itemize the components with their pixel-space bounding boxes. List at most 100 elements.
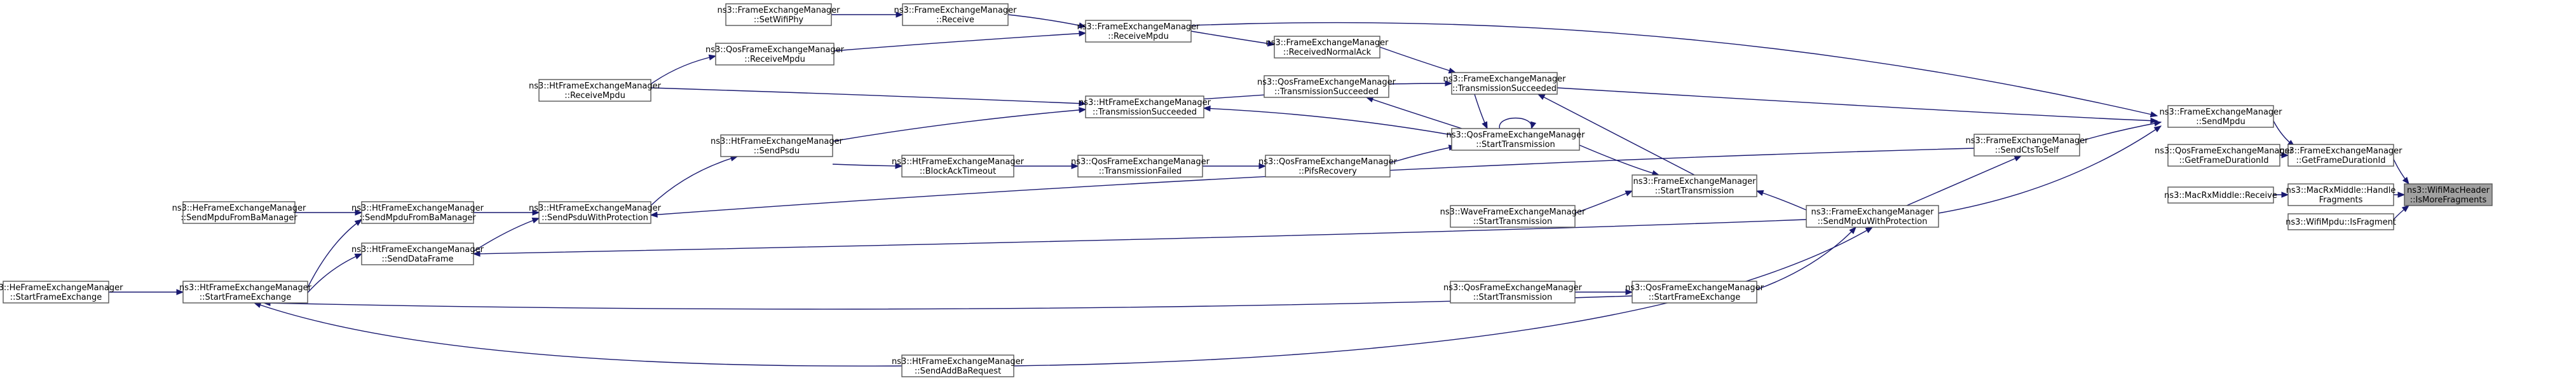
node-n12[interactable]: ns3::FrameExchangeManager::SetWifiPhy bbox=[717, 3, 840, 26]
edge-arrowhead bbox=[1079, 100, 1087, 107]
edge-n20-to-n19 bbox=[650, 155, 739, 206]
node-n13[interactable]: ns3::QosFrameExchangeManager::ReceiveMpd… bbox=[705, 43, 845, 66]
node-label: ns3::QosFrameExchangeManager bbox=[1258, 157, 1398, 167]
node-n33[interactable]: ns3::WaveFrameExchangeManager::StartTran… bbox=[1440, 205, 1586, 228]
node-box bbox=[2167, 144, 2280, 167]
node-box bbox=[2404, 183, 2493, 206]
node-n29[interactable]: ns3::HtFrameExchangeManager::BlockAckTim… bbox=[892, 155, 1025, 178]
edge-arrowhead bbox=[355, 209, 363, 216]
node-box bbox=[720, 134, 833, 157]
node-n6[interactable]: ns3::MacRxMiddle::Receive bbox=[2164, 186, 2277, 204]
edge-n31-to-n18 bbox=[1389, 144, 1457, 164]
node-n26[interactable]: ns3::QosFrameExchangeManager::StartFrame… bbox=[1625, 281, 1764, 304]
node-n5[interactable]: ns3::QosFrameExchangeManager::GetFrameDu… bbox=[2155, 144, 2294, 167]
node-n21[interactable]: ns3::HtFrameExchangeManager::SendMpduFro… bbox=[351, 201, 484, 224]
node-box bbox=[538, 79, 651, 102]
node-box bbox=[182, 201, 296, 224]
node-label: ns3::FrameExchangeManager bbox=[2279, 146, 2402, 156]
node-label: ns3::WifiMpdu::IsFragment bbox=[2286, 218, 2396, 227]
node-n3[interactable]: ns3::WifiMpdu::IsFragment bbox=[2286, 213, 2396, 230]
node-n17[interactable]: ns3::HtFrameExchangeManager::Transmissio… bbox=[1079, 95, 1211, 118]
edge-arrowhead bbox=[1079, 30, 1087, 37]
node-label: ::StartTransmission bbox=[1476, 140, 1555, 150]
edge-n30-to-n31 bbox=[1203, 163, 1267, 169]
node-n19[interactable]: ns3::HtFrameExchangeManager::SendPsdu bbox=[711, 134, 843, 157]
node-label: ::SendMpduFromBaManager bbox=[181, 213, 297, 223]
node-box bbox=[2167, 105, 2274, 128]
node-n24[interactable]: ns3::HeFrameExchangeManager::StartFrameE… bbox=[0, 281, 123, 304]
node-n27[interactable]: ns3::QosFrameExchangeManager::StartTrans… bbox=[1443, 281, 1583, 304]
node-label: ::StartTransmission bbox=[1473, 293, 1553, 302]
node-n25[interactable]: ns3::HtFrameExchangeManager::SendDataFra… bbox=[351, 242, 484, 265]
node-label: ns3::FrameExchangeManager bbox=[1811, 207, 1934, 217]
edge-line bbox=[473, 219, 1807, 255]
edge-n33-to-n32 bbox=[1574, 190, 1633, 214]
edge-line bbox=[1190, 31, 1275, 45]
edge-arrowhead bbox=[1849, 227, 1857, 234]
edge-n18-to-n16 bbox=[1365, 96, 1462, 129]
node-label: ::TransmissionSucceeded bbox=[1452, 84, 1557, 94]
edge-arrowhead bbox=[2402, 176, 2409, 185]
node-n0[interactable]: ns3::WifiMacHeader::IsMoreFragments bbox=[2404, 183, 2493, 206]
node-n11[interactable]: ns3::FrameExchangeManager::Receive bbox=[894, 3, 1017, 26]
node-n15[interactable]: ns3::FrameExchangeManager::ReceivedNorma… bbox=[1265, 36, 1389, 59]
edge-arrowhead bbox=[472, 251, 480, 257]
edge-n23-to-n21 bbox=[307, 219, 363, 288]
node-n14[interactable]: ns3::HtFrameExchangeManager::ReceiveMpdu bbox=[529, 79, 662, 102]
node-label: ::TransmissionFailed bbox=[1099, 167, 1182, 176]
edge-n19-to-n17 bbox=[832, 107, 1087, 142]
node-label: ::GetFrameDurationId bbox=[2179, 156, 2269, 165]
node-n30[interactable]: ns3::QosFrameExchangeManager::Transmissi… bbox=[1071, 155, 1210, 178]
node-n31[interactable]: ns3::QosFrameExchangeManager::PifsRecove… bbox=[1258, 155, 1398, 178]
node-label: ::SendPsdu bbox=[754, 146, 800, 156]
node-n18[interactable]: ns3::QosFrameExchangeManager::StartTrans… bbox=[1446, 128, 1585, 151]
node-label: ns3::HtFrameExchangeManager bbox=[351, 245, 484, 255]
node-n9[interactable]: ns3::FrameExchangeManager::SendCtsToSelf bbox=[1965, 134, 2089, 157]
node-label: ::SendDataFrame bbox=[381, 255, 453, 264]
edge-arrowhead bbox=[531, 218, 540, 223]
node-label: ::StartFrameExchange bbox=[1649, 293, 1741, 302]
node-n8[interactable]: ns3::FrameExchangeManager::TransmissionS… bbox=[1443, 72, 1566, 95]
edge-n23-to-n25 bbox=[307, 253, 363, 293]
edge-line bbox=[1013, 227, 1873, 367]
edge-arrowhead bbox=[1071, 163, 1079, 169]
node-n20[interactable]: ns3::HtFrameExchangeManager::SendPsduWit… bbox=[529, 201, 662, 224]
node-n4[interactable]: ns3::FrameExchangeManager::SendMpdu bbox=[2159, 105, 2282, 128]
edge-line bbox=[1389, 146, 1456, 164]
edge-arrowhead bbox=[354, 219, 363, 226]
node-n32[interactable]: ns3::FrameExchangeManager::StartTransmis… bbox=[1632, 174, 1757, 197]
edge-line bbox=[1499, 117, 1532, 129]
edge-line bbox=[1203, 108, 1452, 136]
edge-n4-to-n1 bbox=[2273, 120, 2296, 147]
edge-arrowhead bbox=[176, 289, 184, 295]
edge-arrowhead bbox=[2281, 152, 2289, 158]
edge-line bbox=[650, 55, 716, 85]
node-n22[interactable]: ns3::HeFrameExchangeManager::SendMpduFro… bbox=[172, 201, 306, 224]
edge-arrowhead bbox=[1755, 190, 1764, 196]
node-n10[interactable]: ns3::FrameExchangeManager::SendMpduWithP… bbox=[1806, 205, 1939, 228]
edge-n3-to-n0 bbox=[2393, 205, 2410, 220]
node-n16[interactable]: ns3::QosFrameExchangeManager::Transmissi… bbox=[1257, 75, 1396, 98]
node-label: ns3::QosFrameExchangeManager bbox=[1071, 157, 1210, 167]
edge-arrowhead bbox=[1445, 80, 1453, 87]
edge-arrowhead bbox=[2153, 125, 2162, 132]
edge-n5-to-n1 bbox=[2280, 152, 2289, 158]
node-n28[interactable]: ns3::HtFrameExchangeManager::SendAddBaRe… bbox=[892, 354, 1025, 377]
edge-line bbox=[832, 109, 1086, 142]
edge-n26-to-n23 bbox=[262, 295, 1633, 310]
edge-line bbox=[2079, 122, 2162, 142]
node-n23[interactable]: ns3::HtFrameExchangeManager::StartFrameE… bbox=[179, 281, 312, 304]
edge-n24-to-n23 bbox=[109, 289, 184, 295]
edge-n19-to-n29 bbox=[832, 163, 903, 169]
node-label: ns3::QosFrameExchangeManager bbox=[2155, 146, 2294, 156]
node-label: ::StartFrameExchange bbox=[10, 293, 102, 302]
node-box bbox=[1265, 155, 1391, 178]
edge-n32-to-n8 bbox=[1537, 94, 1695, 176]
edge-n10-to-n32 bbox=[1755, 190, 1807, 211]
node-box bbox=[1264, 75, 1389, 98]
node-label: ::ReceiveMpdu bbox=[564, 91, 625, 101]
node-n1[interactable]: ns3::FrameExchangeManager::GetFrameDurat… bbox=[2279, 144, 2402, 167]
node-n7[interactable]: ns3::FrameExchangeManager::ReceiveMpdu bbox=[1077, 20, 1200, 43]
node-label: ::SendPsduWithProtection bbox=[542, 213, 648, 223]
